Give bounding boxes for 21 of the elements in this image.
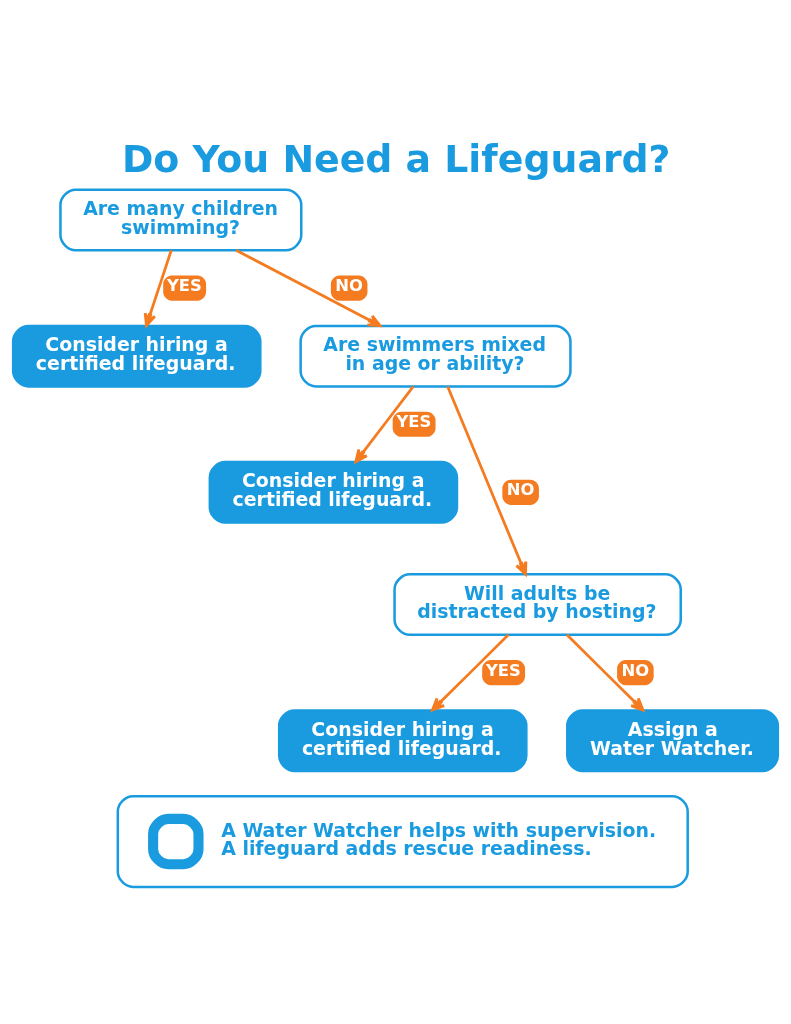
- edge-label: NO: [506, 479, 535, 499]
- edge-label: YES: [485, 660, 521, 680]
- node-box: Assign a Water Watcher.: [566, 708, 780, 772]
- node-box: Consider hiring a certified lifeguard.: [208, 460, 459, 524]
- node-box: Will adults be distracted by hosting?: [393, 572, 682, 636]
- edge-label: YES: [166, 275, 202, 295]
- arrow: [565, 633, 645, 711]
- arrow: [446, 385, 528, 576]
- arrow: [143, 249, 173, 327]
- edge-label: NO: [621, 660, 650, 680]
- edge-label: NO: [335, 275, 363, 295]
- arrow: [354, 385, 415, 463]
- arrow: [235, 248, 382, 327]
- diagram-title: Do You Need a Lifeguard?: [121, 136, 671, 181]
- arrow: [431, 633, 510, 711]
- node-box: Are swimmers mixed in age or ability?: [299, 324, 572, 388]
- node-box: Consider hiring a certified lifeguard.: [11, 324, 262, 388]
- node-box: Consider hiring a certified lifeguard.: [277, 708, 528, 772]
- node-box: Are many children swimming?: [59, 188, 303, 251]
- node-box: A Water Watcher helps with supervision. A lifeguard adds rescue readiness.: [116, 794, 689, 888]
- edge-label: YES: [396, 411, 432, 431]
